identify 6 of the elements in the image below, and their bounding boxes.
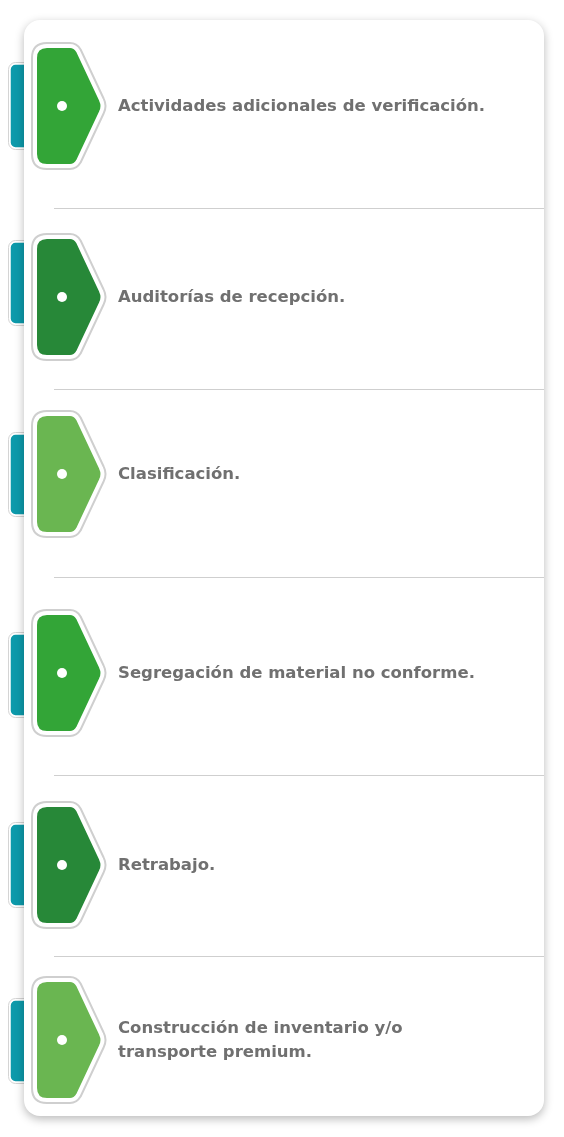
list-item-text: Retrabajo. (118, 854, 216, 877)
list-item-text: Actividades adicionales de verificación. (118, 95, 486, 118)
list-item-text: Clasificación. (118, 463, 241, 486)
list-item-text: Segregación de material no conforme. (118, 662, 475, 685)
list-item-text: Construcción de inventario y/o transporte premium. (118, 1017, 404, 1063)
list-item-text: Auditorías de recepción. (118, 286, 346, 309)
